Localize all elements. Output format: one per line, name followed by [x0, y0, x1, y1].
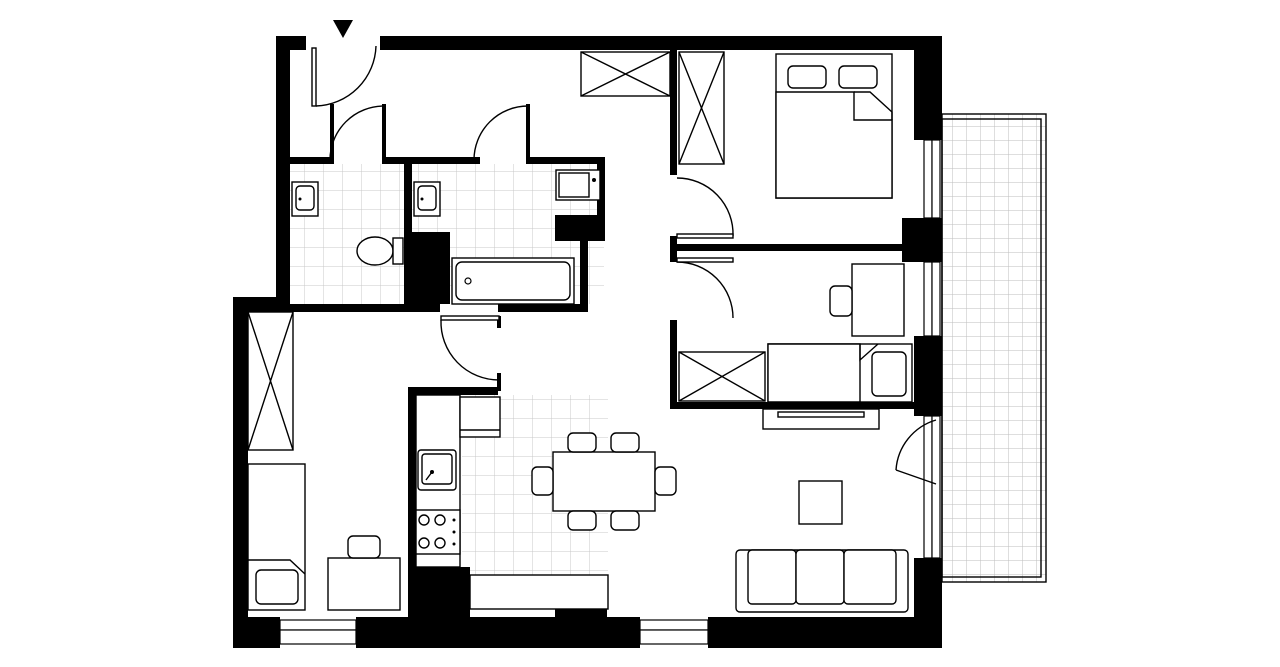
balcony-door-swing	[895, 419, 937, 471]
dining-chair-icon	[610, 510, 640, 531]
bedroom2-door-swing	[676, 261, 734, 319]
bedroom1-furniture	[775, 53, 893, 199]
entrance-door-swing	[315, 45, 377, 107]
dining-chair-icon	[531, 466, 554, 496]
shaft	[412, 232, 450, 304]
fridge-icon	[459, 396, 501, 438]
kitchen-island	[469, 574, 609, 610]
wc-door-stop	[330, 104, 334, 164]
exterior-walls	[233, 36, 942, 648]
bedroom2-furniture	[767, 263, 913, 403]
kitchen-sink-icon	[417, 449, 457, 491]
desk-chair-icon	[829, 285, 853, 317]
kitchen-door-swing	[440, 319, 500, 381]
dining-chair-icon	[610, 432, 640, 453]
washing-machine-icon	[555, 169, 601, 201]
bathtub-icon	[451, 257, 575, 305]
dining-chair-icon	[654, 466, 677, 496]
balcony	[941, 113, 1047, 583]
wc-fixtures	[291, 181, 404, 266]
desk-3-icon	[327, 557, 401, 611]
bath-door-leaf	[526, 104, 530, 164]
bedroom1-door-swing	[676, 177, 734, 237]
living-furniture	[735, 408, 909, 613]
bath-door-swing	[473, 105, 529, 161]
coffee-table-icon	[798, 480, 843, 525]
kitchen-door-stop	[497, 373, 501, 391]
doors	[311, 45, 937, 485]
dining-set	[531, 432, 677, 531]
toilet-icon	[356, 236, 394, 266]
wardrobes	[247, 51, 766, 451]
entrance-arrow-icon	[333, 20, 353, 38]
kitchen-column	[408, 567, 470, 617]
desk-chair-3-icon	[347, 535, 381, 559]
bedroom3-furniture	[247, 463, 401, 611]
dining-table-icon	[552, 451, 656, 512]
kitchen-fixtures	[415, 394, 609, 610]
desk-icon	[851, 263, 905, 337]
dining-chair-icon	[567, 510, 597, 531]
entrance-door-leaf	[311, 47, 317, 107]
hall-door-stop	[497, 316, 501, 328]
interior-walls	[290, 50, 914, 617]
duct	[555, 215, 605, 241]
wc-door-swing	[329, 105, 385, 161]
bathroom-fixtures	[413, 169, 601, 305]
windows	[279, 139, 941, 645]
wc-door-leaf	[382, 104, 386, 164]
dining-chair-icon	[567, 432, 597, 453]
